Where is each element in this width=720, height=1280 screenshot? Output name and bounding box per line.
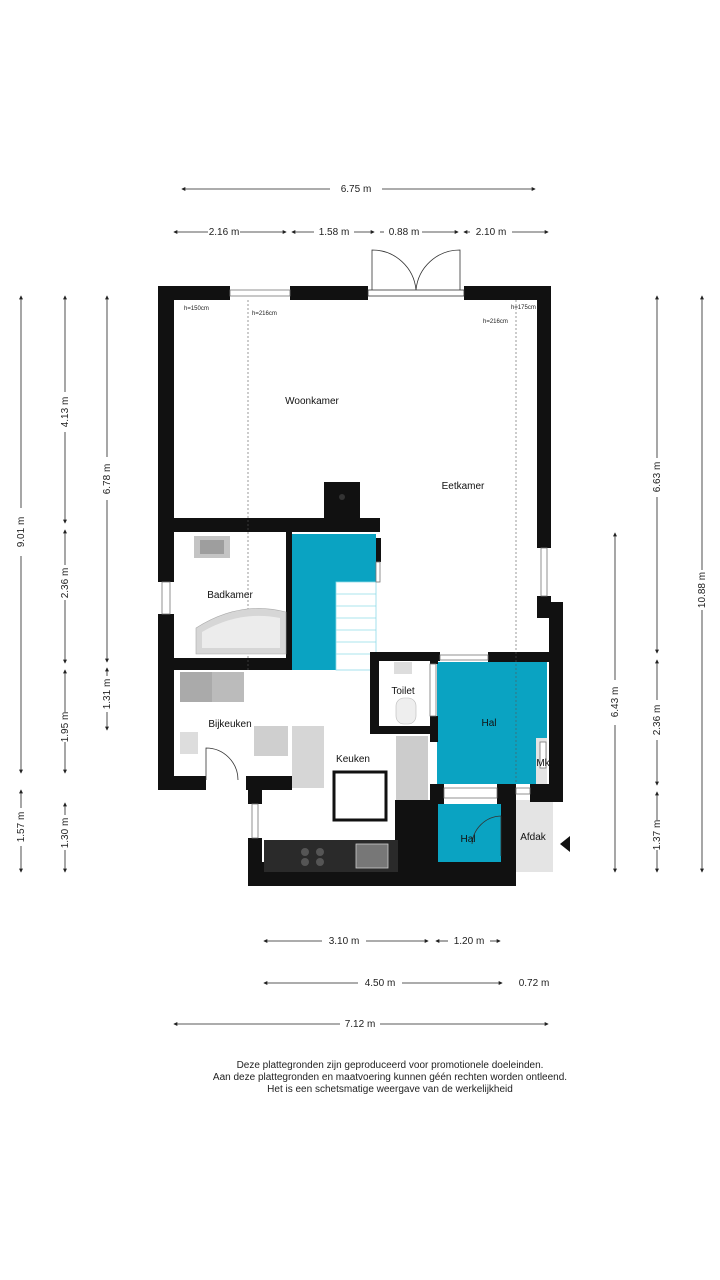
height-label-4: h=216cm — [483, 319, 508, 325]
beam-lines — [247, 300, 517, 784]
dim-top-4: 2.10 m — [476, 227, 507, 238]
dim-left-1: 4.13 m — [60, 397, 71, 428]
dim-left-total: 9.01 m — [16, 517, 27, 548]
toilet-sink — [394, 662, 412, 674]
dim-top-total: 6.75 m — [341, 184, 372, 195]
height-label-1: h=150cm — [184, 306, 209, 312]
kitchen-island — [332, 770, 388, 822]
height-labels: h=150cm h=216cm h=175cm h=216cm — [184, 305, 536, 325]
room-labels: Woonkamer Eetkamer Badkamer Bijkeuken Ke… — [207, 396, 550, 845]
bijkeuken-cabinet — [254, 726, 288, 756]
dim-left-4: 1.57 m — [16, 812, 27, 843]
room-mk: Mk — [536, 758, 550, 769]
height-label-3: h=175cm — [511, 305, 536, 311]
dim-left-inner-1: 6.78 m — [102, 464, 113, 495]
dim-right-total: 10.88 m — [697, 572, 708, 608]
staircase — [335, 581, 377, 671]
room-hal-main: Hal — [481, 718, 496, 729]
toilet-bowl — [395, 697, 417, 725]
hal-main-fill — [437, 662, 547, 784]
dim-right-inner: 6.43 m — [610, 687, 621, 718]
disclaimer-line-3: Het is een schetsmatige weergave van de … — [267, 1084, 513, 1095]
dim-top-3: 0.88 m — [389, 227, 420, 238]
windows — [161, 289, 548, 839]
fridge — [396, 736, 428, 800]
hal-small-fill — [437, 804, 501, 872]
fixtures — [180, 494, 570, 869]
room-hal-small: Hal — [460, 834, 475, 845]
dim-right-2: 2.36 m — [652, 705, 663, 736]
room-woonkamer: Woonkamer — [285, 396, 339, 407]
kitchen-sink — [355, 843, 389, 869]
height-label-2: h=216cm — [252, 311, 277, 317]
disclaimer: Deze plattegronden zijn geproduceerd voo… — [160, 1060, 620, 1096]
dimension-labels: 6.75 m 2.16 m 1.58 m 0.88 m 2.10 m 9.01 … — [16, 184, 708, 1030]
dryer — [212, 672, 244, 702]
room-bijkeuken: Bijkeuken — [208, 719, 251, 730]
disclaimer-line-2: Aan deze plattegronden en maatvoering ku… — [212, 1072, 568, 1083]
stove — [301, 848, 324, 866]
washer — [180, 672, 212, 702]
room-keuken: Keuken — [336, 754, 370, 765]
dim-left-2: 2.36 m — [60, 568, 71, 599]
dimension-lines — [19, 187, 704, 1026]
kitchen-block — [292, 726, 324, 788]
entrance-arrow-icon — [560, 836, 570, 852]
dim-bottom-4: 0.72 m — [519, 978, 550, 989]
dim-bottom-3: 4.50 m — [365, 978, 396, 989]
room-badkamer: Badkamer — [207, 590, 253, 601]
dim-right-3: 1.37 m — [652, 820, 663, 851]
disclaimer-line-1: Deze plattegronden zijn geproduceerd voo… — [236, 1060, 544, 1071]
dim-left-5: 1.30 m — [60, 818, 71, 849]
dim-bottom-total: 7.12 m — [345, 1019, 376, 1030]
dim-bottom-2: 1.20 m — [454, 936, 485, 947]
dim-top-2: 1.58 m — [319, 227, 350, 238]
dim-right-1: 6.63 m — [652, 462, 663, 493]
room-eetkamer: Eetkamer — [442, 481, 485, 492]
room-afdak: Afdak — [520, 832, 547, 843]
room-fills — [292, 534, 553, 872]
afdak-fill — [516, 800, 553, 872]
dim-top-1: 2.16 m — [209, 227, 240, 238]
room-toilet: Toilet — [391, 686, 415, 697]
doors — [205, 747, 502, 856]
bijkeuken-sink — [180, 732, 198, 754]
dim-left-inner-2: 1.31 m — [102, 679, 113, 710]
dim-bottom-1: 3.10 m — [329, 936, 360, 947]
dim-left-3: 1.95 m — [60, 712, 71, 743]
french-door — [367, 249, 465, 297]
